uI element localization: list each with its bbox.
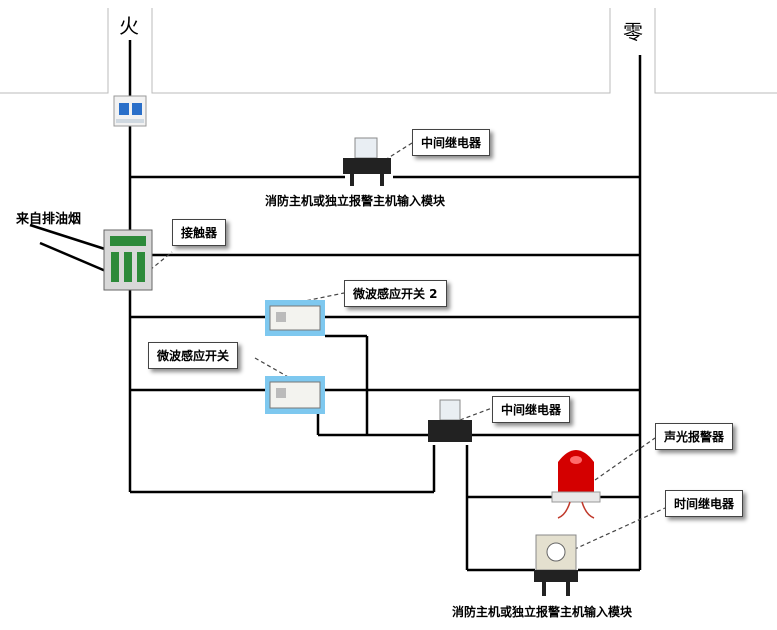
relay-top-icon — [343, 137, 391, 186]
microwave-sensor-2-icon — [265, 300, 325, 336]
live-label: 火 — [119, 14, 139, 38]
wires — [29, 40, 642, 572]
fire-module-bottom-label: 消防主机或独立报警主机输入模块 — [452, 605, 633, 619]
fire-module-top-label: 消防主机或独立报警主机输入模块 — [265, 194, 446, 208]
relay-bottom-callout: 中间继电器 — [492, 396, 571, 423]
microwave-switch-2-callout: 微波感应开关 2 — [344, 280, 447, 307]
microwave-sensor-icon — [265, 376, 325, 414]
contactor-callout: 接触器 — [172, 219, 227, 246]
microwave-switch-callout: 微波感应开关 — [148, 342, 239, 369]
time-relay-icon — [534, 534, 578, 596]
relay-bottom-icon — [428, 399, 472, 442]
source-label: 来自排油烟 — [16, 212, 82, 227]
contactor-icon — [103, 229, 153, 291]
alarm-callout: 声光报警器 — [655, 423, 734, 450]
relay-top-callout: 中间继电器 — [412, 129, 491, 156]
neutral-label: 零 — [623, 20, 643, 44]
header-lines — [0, 8, 777, 94]
alarm-siren-icon — [551, 450, 601, 519]
circuit-breaker-icon — [113, 95, 147, 127]
time-relay-callout: 时间继电器 — [665, 490, 744, 517]
